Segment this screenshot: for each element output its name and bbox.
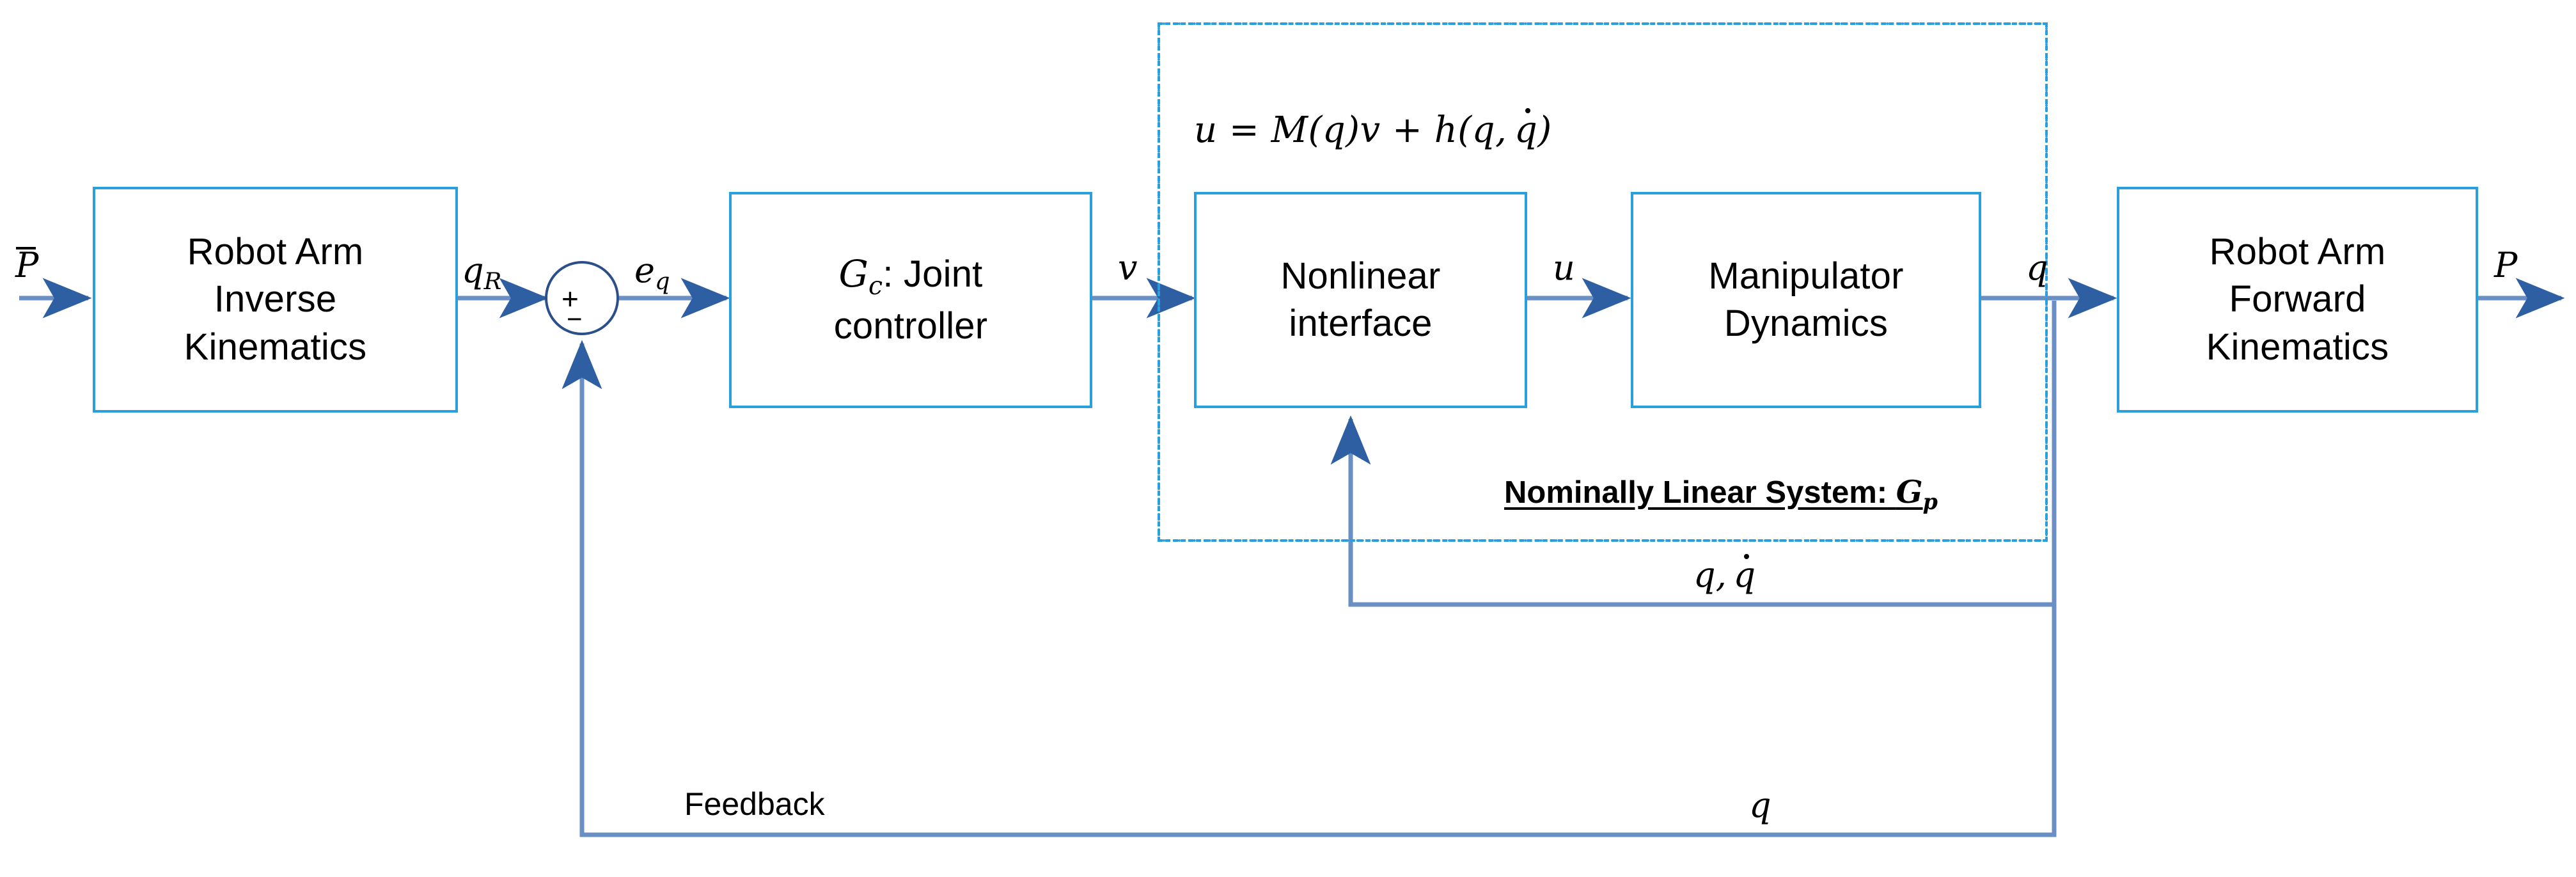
equation-plus: + xyxy=(1392,109,1423,151)
signal-label-v: v xyxy=(1118,248,1138,288)
signal-label-error: eq xyxy=(634,250,670,296)
md-line-1: Manipulator xyxy=(1708,255,1904,297)
nominally-linear-system-group xyxy=(1158,22,2048,542)
ik-line-3: Kinematics xyxy=(184,326,367,368)
signal-label-inner-feedback: q, q xyxy=(1693,553,1756,595)
block-joint-controller[interactable]: Gc: Joint controller xyxy=(729,192,1092,408)
summing-junction[interactable] xyxy=(545,261,619,335)
gc-symbol: Gc xyxy=(838,252,883,301)
block-inverse-kinematics[interactable]: Robot Arm Inverse Kinematics xyxy=(93,187,458,413)
feedback-annotation: Feedback xyxy=(684,786,825,822)
summing-junction-minus: − xyxy=(567,304,583,334)
signal-label-u: u xyxy=(1553,248,1575,288)
md-line-2: Dynamics xyxy=(1724,303,1889,344)
signal-label-reference: P xyxy=(15,245,39,285)
block-nonlinear-interface-label: Nonlinear interface xyxy=(1274,253,1447,347)
block-manipulator-dynamics-label: Manipulator Dynamics xyxy=(1702,253,1910,347)
equation-equals: = xyxy=(1229,109,1260,151)
ni-line-2: interface xyxy=(1289,303,1433,344)
equation-rhs-1: M(q)v xyxy=(1271,109,1381,151)
block-forward-kinematics[interactable]: Robot Arm Forward Kinematics xyxy=(2117,187,2478,413)
fk-line-1: Robot Arm xyxy=(2209,231,2386,273)
block-joint-controller-label: Gc: Joint controller xyxy=(828,250,994,350)
signal-label-q: q xyxy=(2026,248,2048,288)
summing-junction-plus: + xyxy=(562,282,579,315)
equation-lhs: u xyxy=(1194,109,1218,151)
gc-line-2: : Joint xyxy=(883,253,983,296)
signal-label-output: P xyxy=(2494,245,2518,285)
group-label-symbol: Gp xyxy=(1896,473,1938,514)
block-forward-kinematics-label: Robot Arm Forward Kinematics xyxy=(2200,228,2396,371)
signal-label-outer-feedback: q xyxy=(1749,785,1771,825)
computed-torque-equation: u = M(q)v + h(q, q) xyxy=(1194,108,1552,148)
group-label-text: Nominally Linear System: xyxy=(1504,475,1888,510)
group-label: Nominally Linear System: Gp xyxy=(1504,475,1938,513)
block-nonlinear-interface[interactable]: Nonlinear interface xyxy=(1194,192,1527,408)
ni-line-1: Nonlinear xyxy=(1280,255,1441,297)
block-inverse-kinematics-label: Robot Arm Inverse Kinematics xyxy=(178,228,373,371)
ik-line-2: Inverse xyxy=(214,278,337,320)
block-manipulator-dynamics[interactable]: Manipulator Dynamics xyxy=(1631,192,1981,408)
fk-line-2: Forward xyxy=(2229,278,2366,320)
ik-line-1: Robot Arm xyxy=(187,231,364,273)
fk-line-3: Kinematics xyxy=(2206,326,2389,368)
equation-rhs-2: h(q, q) xyxy=(1434,108,1552,151)
signal-label-joint-reference: qR xyxy=(462,250,502,296)
gc-line-3: controller xyxy=(833,304,988,347)
